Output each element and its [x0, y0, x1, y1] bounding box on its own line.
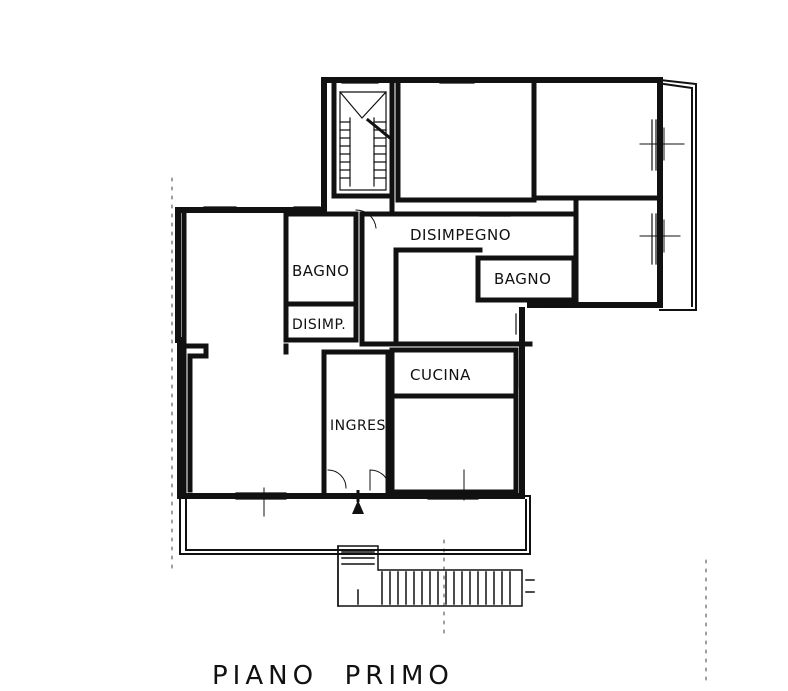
entrance-arrow-icon [352, 490, 364, 514]
entrance-staircase [337, 545, 535, 607]
upper-staircase [339, 91, 393, 191]
room-label-ingresso: INGRES. [330, 418, 391, 434]
room-label-bagno-left: BAGNO [292, 262, 349, 280]
right-balcony [658, 78, 697, 311]
balcony-posts [263, 127, 685, 517]
plan-title: PIANO PRIMO [212, 661, 454, 691]
outer-walls [175, 77, 663, 499]
interior-walls [181, 81, 663, 497]
room-label-disimp: DISIMP. [292, 317, 346, 333]
door-swings [327, 209, 391, 491]
room-label-bagno-right: BAGNO [494, 270, 551, 288]
room-label-cucina: CUCINA [410, 366, 471, 384]
guide-lines [171, 177, 707, 681]
room-label-disimpegno: DISIMPEGNO [410, 226, 511, 244]
bottom-terrace [179, 495, 531, 555]
windows [203, 77, 657, 500]
